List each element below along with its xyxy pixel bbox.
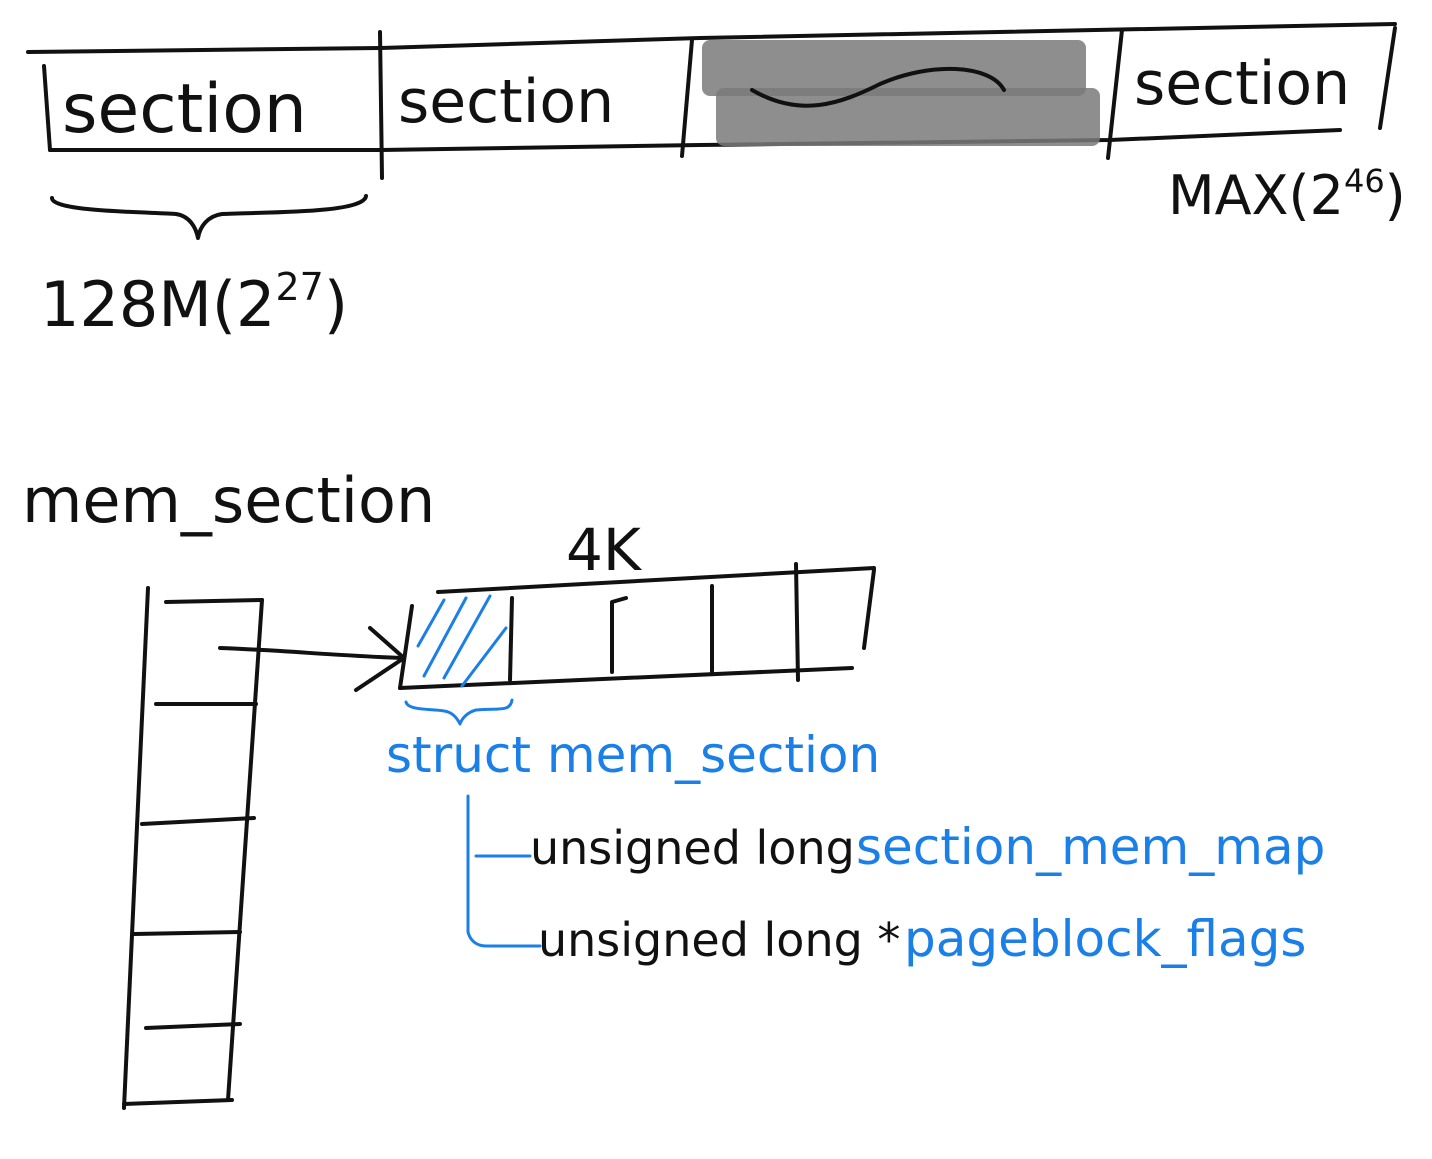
mem-section-block bbox=[398, 562, 876, 690]
section-cell-label-1: section bbox=[62, 70, 307, 149]
section-cell-label-4: section bbox=[1134, 49, 1350, 119]
section-size-close: ) bbox=[324, 268, 348, 341]
hatch-line-3 bbox=[442, 594, 492, 680]
block-right-edge bbox=[862, 568, 876, 650]
section-cell-label-2: section bbox=[398, 67, 614, 137]
hatch-line-4 bbox=[460, 626, 508, 688]
redaction-block-upper bbox=[702, 40, 1086, 96]
block-divider-1 bbox=[508, 596, 514, 682]
field-1-type: unsigned long bbox=[530, 821, 855, 875]
field-2-type: unsigned long * bbox=[538, 913, 900, 967]
block-left-edge bbox=[398, 604, 414, 690]
pointer-arrow-shaft bbox=[218, 646, 406, 660]
redaction-block-lower bbox=[716, 88, 1100, 146]
section-bar-right-edge bbox=[1378, 26, 1397, 130]
array-left-edge bbox=[122, 586, 150, 1110]
section-size-brace bbox=[50, 194, 368, 240]
max-address-label: MAX(246) bbox=[1168, 162, 1406, 227]
max-label-base: MAX(2 bbox=[1168, 164, 1344, 227]
field-1-name: section_mem_map bbox=[856, 818, 1325, 876]
section-size-label: 128M(227) bbox=[40, 265, 348, 341]
section-bar-bottom-edge bbox=[48, 128, 1342, 152]
section-size-base: 128M(2 bbox=[40, 268, 275, 341]
hatch-line-1 bbox=[416, 598, 446, 648]
section-divider-2 bbox=[680, 38, 694, 158]
block-divider-2 bbox=[610, 596, 628, 674]
section-divider-3 bbox=[1106, 28, 1124, 160]
mem-section-array bbox=[122, 586, 264, 1110]
section-bar-top-edge bbox=[26, 22, 1397, 54]
section-bar-left-edge bbox=[42, 64, 52, 152]
array-row-line-1 bbox=[164, 598, 264, 604]
block-top-edge bbox=[436, 566, 876, 594]
elision-squiggle bbox=[750, 66, 1006, 108]
array-right-edge bbox=[226, 598, 264, 1102]
section-divider-1 bbox=[378, 30, 384, 180]
block-bottom-edge bbox=[398, 666, 854, 690]
block-size-label: 4K bbox=[566, 516, 643, 584]
array-row-line-6 bbox=[122, 1098, 234, 1106]
struct-mem-section-label: struct mem_section bbox=[386, 726, 880, 784]
section-size-exponent: 27 bbox=[275, 265, 323, 309]
hatch-line-2 bbox=[422, 596, 468, 678]
max-label-close: ) bbox=[1385, 164, 1406, 227]
mem-section-title: mem_section bbox=[22, 464, 435, 537]
array-row-line-3 bbox=[140, 816, 256, 826]
field-tree-trunk bbox=[466, 794, 542, 948]
section-bar: section section section MAX(246) bbox=[26, 22, 1406, 227]
array-row-line-4 bbox=[132, 930, 242, 936]
struct-brace bbox=[404, 698, 514, 726]
block-divider-4 bbox=[794, 562, 800, 682]
array-row-line-5 bbox=[144, 1022, 242, 1030]
field-2-name: pageblock_flags bbox=[904, 910, 1306, 968]
max-label-exponent: 46 bbox=[1344, 162, 1385, 200]
